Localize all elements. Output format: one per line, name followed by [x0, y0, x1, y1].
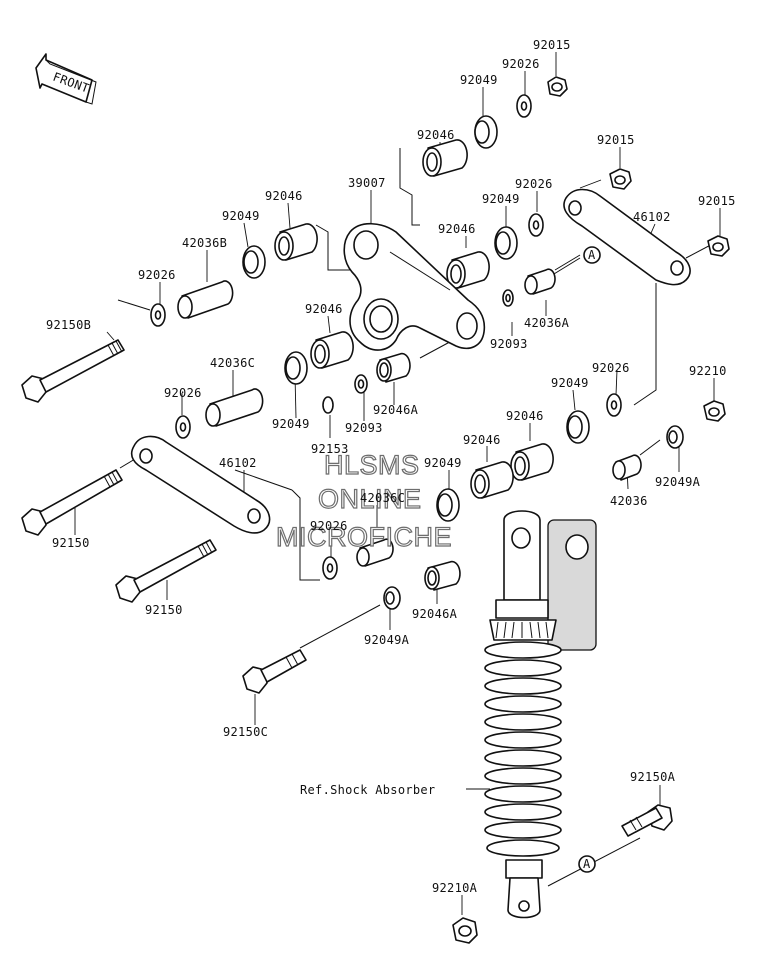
part-label-92049A: 92049A [655, 475, 701, 489]
part-label-92210A: 92210A [432, 881, 478, 895]
part-label-92026: 92026 [515, 177, 553, 191]
part-label-92210: 92210 [689, 364, 727, 378]
tie-rod-46102-upper [563, 188, 691, 286]
bolt-92150A [621, 804, 673, 837]
part-label-92093: 92093 [490, 337, 528, 351]
part-label-92046: 92046 [265, 189, 303, 203]
part-label-92026: 92026 [164, 386, 202, 400]
leader-lines [74, 52, 721, 915]
part-label-92026: 92026 [310, 519, 348, 533]
part-label-92026: 92026 [502, 57, 540, 71]
bolt-92150C [242, 649, 307, 694]
part-label-92049: 92049 [222, 209, 260, 223]
watermark-line-3: MICROFICHE [276, 522, 452, 552]
part-label-92049: 92049 [482, 192, 520, 206]
reference-marker-lower: A [578, 855, 596, 873]
part-label-42036: 42036 [610, 494, 648, 508]
part-label-92150C: 92150C [223, 725, 268, 739]
nut-92015-mid [609, 168, 632, 190]
part-label-42036A: 42036A [524, 316, 570, 330]
part-label-92015: 92015 [533, 38, 571, 52]
part-number-labels: 92015 92026 92049 92046 92015 39007 9202… [46, 38, 736, 895]
reference-marker-label: A [588, 248, 596, 262]
watermark-line-1: HLSMS [324, 450, 420, 480]
nut-92015-right [707, 235, 730, 257]
part-label-92150B: 92150B [46, 318, 91, 332]
part-label-92150: 92150 [52, 536, 90, 550]
part-label-92026: 92026 [592, 361, 630, 375]
part-label-42036B: 42036B [182, 236, 227, 250]
bolt-92150-b [115, 539, 217, 603]
nut-92210 [703, 400, 726, 422]
bolt-92150-a [21, 469, 123, 536]
nut-92210A [452, 917, 478, 944]
part-label-92046: 92046 [305, 302, 343, 316]
part-label-42036C: 42036C [210, 356, 255, 370]
front-direction-arrow-icon: FRONT [35, 53, 97, 105]
nut-92015-top [547, 76, 568, 97]
needle-bearings-92046 [274, 139, 554, 591]
part-label-92046: 92046 [506, 409, 544, 423]
spacers-92049 [242, 115, 684, 610]
part-label-92015: 92015 [597, 133, 635, 147]
reference-marker-label: A [583, 857, 591, 871]
part-label-92046A: 92046A [373, 403, 419, 417]
bolt-92150B [21, 339, 125, 403]
part-label-92026: 92026 [138, 268, 176, 282]
part-label-92046: 92046 [438, 222, 476, 236]
part-label-92049: 92049 [424, 456, 462, 470]
part-label-46102: 46102 [219, 456, 257, 470]
part-label-92049: 92049 [272, 417, 310, 431]
washers [150, 94, 622, 580]
collars-42036 [177, 268, 642, 567]
part-label-92015: 92015 [698, 194, 736, 208]
shock-spring [484, 641, 562, 857]
watermark-line-2: ONLINE [318, 484, 422, 514]
part-label-92046A: 92046A [412, 607, 458, 621]
part-label-46102: 46102 [633, 210, 671, 224]
part-label-39007: 39007 [348, 176, 386, 190]
part-label-92049A: 92049A [364, 633, 410, 647]
part-label-92153: 92153 [311, 442, 349, 456]
shock-absorber [484, 510, 597, 919]
part-label-92046: 92046 [417, 128, 455, 142]
part-label-92150A: 92150A [630, 770, 676, 784]
reference-marker-upper: A [583, 246, 601, 264]
part-label-92049: 92049 [551, 376, 589, 390]
rocker-arm-39007 [343, 222, 486, 351]
part-label-92150: 92150 [145, 603, 183, 617]
shock-absorber-reference-label: Ref.Shock Absorber [300, 783, 435, 797]
part-label-92046: 92046 [463, 433, 501, 447]
tie-rod-46102-lower [130, 435, 271, 534]
watermark: HLSMS ONLINE MICROFICHE [275, 449, 452, 552]
part-label-92093: 92093 [345, 421, 383, 435]
part-label-42036C: 42036C [360, 491, 405, 505]
part-label-92049: 92049 [460, 73, 498, 87]
